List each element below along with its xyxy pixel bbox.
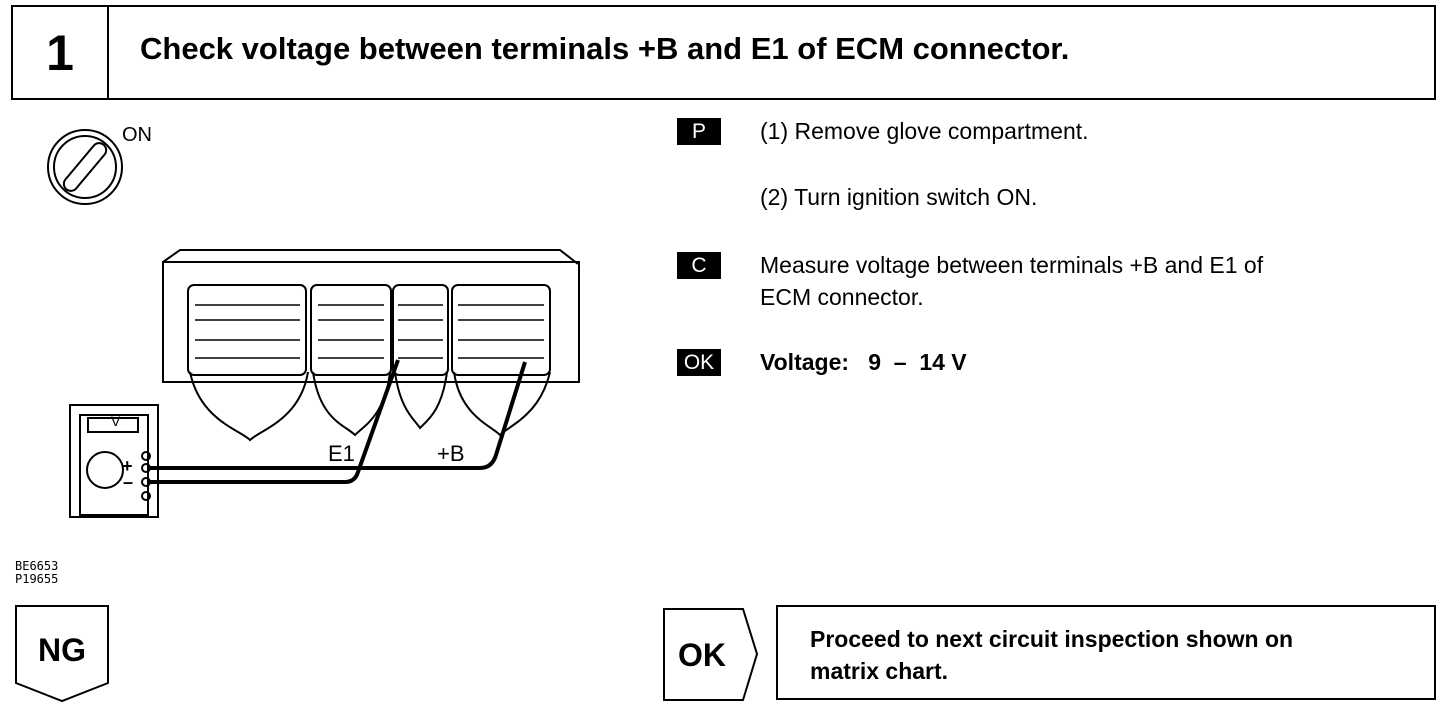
ok-action-line: matrix chart.: [810, 658, 949, 684]
voltage-spec: Voltage: 9 – 14 V: [760, 349, 967, 375]
badge-prep-icon: P: [677, 118, 721, 145]
instruction-text: (1) Remove glove compartment.: [760, 118, 1089, 144]
step-number: 1: [13, 7, 109, 98]
ok-action-line: Proceed to next circuit inspection shown…: [810, 626, 1294, 652]
instruction-line: ECM connector.: [760, 284, 924, 310]
ng-result-arrow: [15, 605, 109, 703]
instruction-text: (2) Turn ignition switch ON.: [760, 184, 1038, 210]
ignition-switch-icon: [47, 129, 123, 205]
ok-action-text: Proceed to next circuit inspection shown…: [810, 623, 1293, 687]
step-title: Check voltage between terminals +B and E…: [140, 31, 1070, 66]
terminal-b-label: +B: [437, 441, 465, 466]
meter-unit-label: V: [111, 413, 121, 429]
badge-ok-icon: OK: [677, 349, 721, 376]
meter-minus-label: –: [123, 472, 134, 492]
instruction-text: Measure voltage between terminals +B and…: [760, 249, 1263, 313]
ok-action-box: Proceed to next circuit inspection shown…: [776, 605, 1436, 700]
figure-code-line: BE6653: [15, 559, 59, 573]
ng-label: NG: [38, 632, 86, 668]
figure-code-line: P19655: [15, 572, 59, 586]
terminal-e1-label: E1: [328, 441, 355, 466]
ecm-connector-block: [187, 284, 551, 442]
ok-label: OK: [678, 637, 726, 673]
ignition-on-label: ON: [122, 124, 152, 146]
ok-result-arrow: [663, 608, 759, 701]
step-header: 1 Check voltage between terminals +B and…: [11, 5, 1436, 100]
instruction-line: Measure voltage between terminals +B and…: [760, 252, 1264, 278]
ecm-housing: [162, 249, 580, 383]
ecm-connector-illustration: [47, 129, 580, 518]
figure-code: BE6653 P19655: [15, 560, 58, 586]
badge-check-icon: C: [677, 252, 721, 279]
meter-plus-label: +: [122, 456, 133, 476]
probe-leads: [150, 359, 527, 484]
